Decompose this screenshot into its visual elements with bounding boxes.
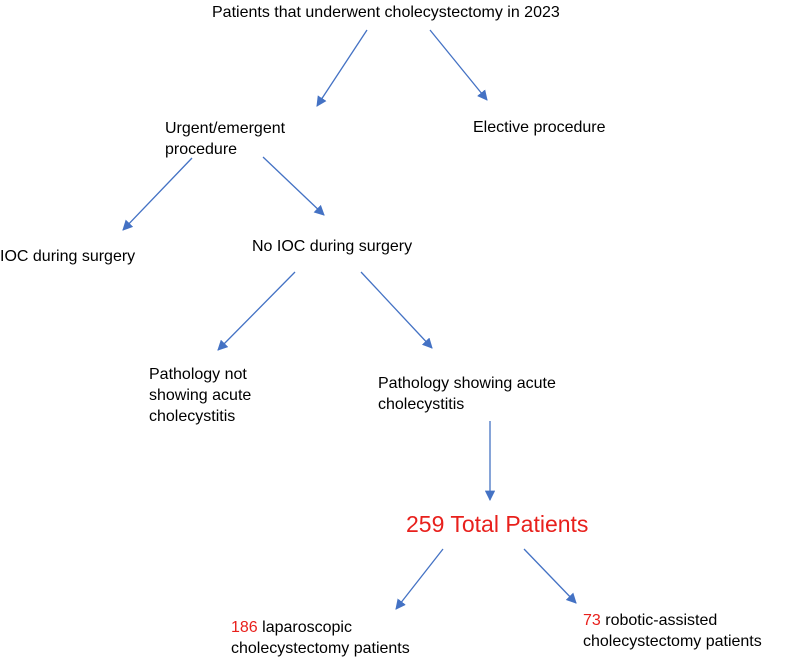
arrow-no-ioc-to-acute <box>360 271 433 349</box>
arrow-no-ioc-to-not-acute <box>217 271 296 351</box>
robotic-label: robotic-assisted cholecystectomy patient… <box>583 612 762 650</box>
node-no-ioc: No IOC during surgery <box>252 238 413 255</box>
arrow-root-to-urgent <box>316 29 368 107</box>
arrow-urgent-to-ioc <box>122 157 193 231</box>
node-root: Patients that underwent cholecystectomy … <box>212 4 560 21</box>
laparoscopic-count: 186 <box>231 619 258 636</box>
arrow-root-to-elective <box>429 29 488 101</box>
node-urgent-emergent: Urgent/emergent procedure <box>165 120 286 158</box>
arrow-total-to-laparoscopic <box>395 548 444 610</box>
node-laparoscopic: 186 laparoscopic cholecystectomy patient… <box>231 617 410 659</box>
robotic-count: 73 <box>583 612 601 629</box>
node-ioc: IOC during surgery <box>0 248 136 265</box>
node-robotic: 73 robotic-assisted cholecystectomy pati… <box>583 610 762 652</box>
arrow-total-to-robotic <box>523 548 577 604</box>
node-pathology-not-acute: Pathology not showing acute cholecystiti… <box>149 366 252 425</box>
node-pathology-acute: Pathology showing acute cholecystitis <box>378 375 556 413</box>
arrow-urgent-to-no-ioc <box>262 156 325 216</box>
node-total-patients: 259 Total Patients <box>406 511 589 537</box>
laparoscopic-label: laparoscopic cholecystectomy patients <box>231 619 410 657</box>
node-elective: Elective procedure <box>473 119 606 136</box>
